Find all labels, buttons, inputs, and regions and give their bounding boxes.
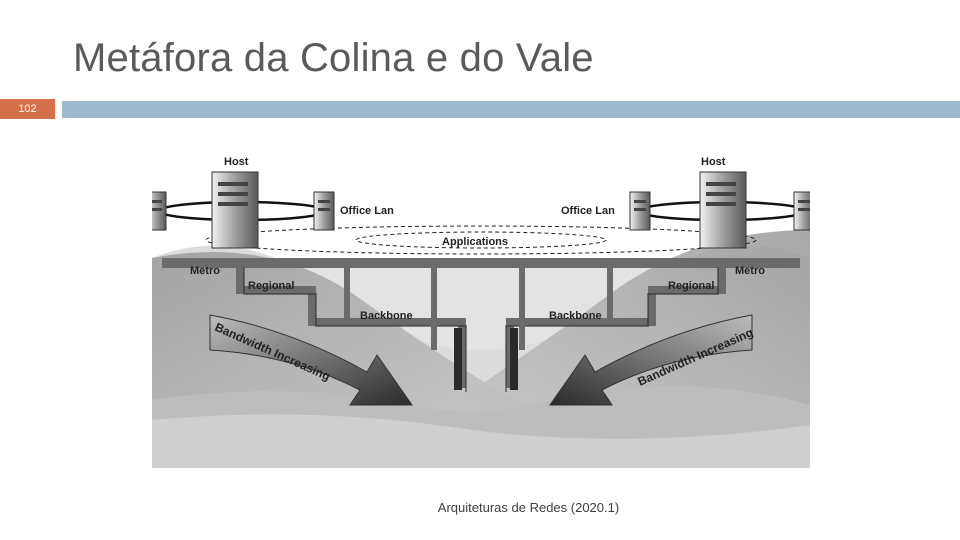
metro-label-left: Metro <box>190 265 220 277</box>
bandwidth-arrow-right <box>549 314 753 406</box>
client-server-right-1 <box>629 191 651 231</box>
backbone-label-right: Backbone <box>549 310 602 322</box>
page-number: 102 <box>18 103 37 115</box>
bandwidth-arrow-left <box>209 314 413 406</box>
metro-label-right: Metro <box>735 265 765 277</box>
host-label-left: Host <box>224 156 249 168</box>
applications-inner-ring <box>355 231 607 249</box>
network-structure <box>162 258 800 392</box>
host-label-right: Host <box>701 156 726 168</box>
backbone-label-left: Backbone <box>360 310 413 322</box>
client-server-left-2 <box>313 191 335 231</box>
host-server-left <box>211 171 259 249</box>
office-lan-label-left: Office Lan <box>340 205 394 217</box>
host-server-right <box>699 171 747 249</box>
page-number-bar <box>0 99 55 119</box>
client-server-right-2 <box>793 191 810 231</box>
header-bar <box>62 101 960 118</box>
client-server-left-1 <box>152 191 167 231</box>
hill-valley-diagram: Host Host Office Lan Office Lan Applicat… <box>152 156 810 468</box>
regional-label-right: Regional <box>668 280 714 292</box>
regional-label-left: Regional <box>248 280 294 292</box>
office-lan-label-right: Office Lan <box>561 205 615 217</box>
slide-title: Metáfora da Colina e do Vale <box>73 36 594 80</box>
applications-label: Applications <box>442 236 508 248</box>
applications-ring <box>205 225 757 255</box>
slide-footer: Arquiteturas de Redes (2020.1) <box>437 500 620 515</box>
